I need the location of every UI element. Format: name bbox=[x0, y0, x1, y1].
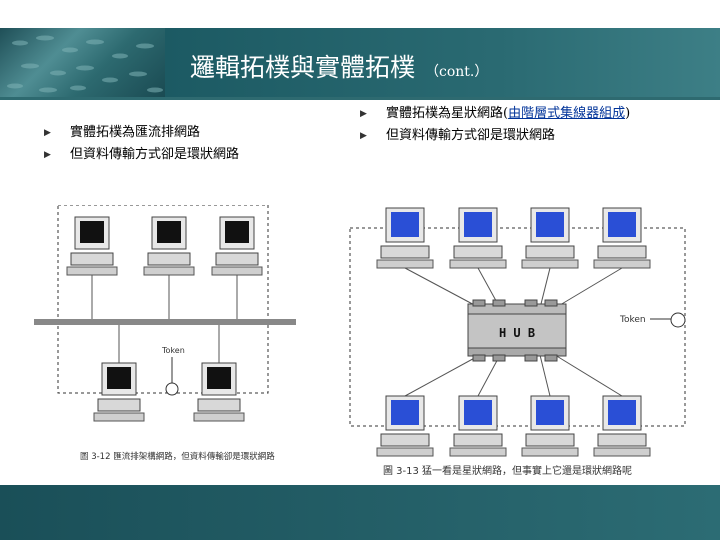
figure-left-caption: 圖 3-12 匯流排架構網路，但資料傳輸卻是環狀網路 bbox=[80, 452, 275, 462]
title-band bbox=[165, 28, 720, 98]
bullet-text: 實體拓樸為星狀網路( bbox=[386, 106, 509, 121]
ring-path bbox=[57, 205, 269, 394]
hub-device bbox=[467, 299, 567, 362]
footer-band bbox=[0, 485, 720, 540]
fish-school-image bbox=[0, 28, 165, 98]
hierarchical-hub-link[interactable]: 由階層式集線器組成 bbox=[508, 106, 626, 121]
bullet-text: 但資料傳輸方式卻是環狀網路 bbox=[70, 147, 240, 162]
slide-title: 邏輯拓樸與實體拓樸 （cont.） bbox=[190, 48, 488, 84]
token-icon bbox=[670, 312, 686, 328]
computer-icon bbox=[143, 216, 195, 276]
bullet-text: 實體拓樸為匯流排網路 bbox=[70, 125, 201, 140]
bullet-triangle-icon: ▶ bbox=[44, 150, 51, 160]
computer-icon bbox=[66, 216, 118, 276]
token-icon bbox=[165, 382, 179, 396]
computer-icon bbox=[93, 362, 145, 422]
computer-icon bbox=[593, 207, 651, 269]
computer-icon bbox=[211, 216, 263, 276]
ring-path bbox=[349, 227, 686, 427]
computer-icon bbox=[449, 207, 507, 269]
computer-icon bbox=[521, 207, 579, 269]
bus-network-diagram: Token bbox=[34, 205, 296, 422]
fish-pattern-icon bbox=[7, 35, 163, 93]
left-bullet-list: ▶ 實體拓樸為匯流排網路 ▶ 但資料傳輸方式卻是環狀網路 bbox=[44, 122, 239, 166]
token-label: Token bbox=[619, 315, 646, 325]
left-bullet-2: ▶ 但資料傳輸方式卻是環狀網路 bbox=[44, 144, 239, 166]
left-bullet-1: ▶ 實體拓樸為匯流排網路 bbox=[44, 122, 239, 144]
slide-title-text: 邏輯拓樸與實體拓樸 bbox=[190, 53, 416, 82]
star-hub-network-diagram: H U B Token bbox=[349, 207, 686, 457]
bullet-text-suffix: ) bbox=[625, 106, 631, 121]
token-label: Token bbox=[161, 346, 185, 355]
bullet-triangle-icon: ▶ bbox=[360, 109, 367, 119]
right-bullet-1: ▶ 實體拓樸為星狀網路(由階層式集線器組成) bbox=[360, 103, 630, 125]
figure-right-caption: 圖 3-13 猛一看是星狀網路，但事實上它還是環狀網路呢 bbox=[383, 466, 633, 477]
computer-icon bbox=[376, 207, 434, 269]
bullet-triangle-icon: ▶ bbox=[44, 128, 51, 138]
right-bullet-list: ▶ 實體拓樸為星狀網路(由階層式集線器組成) ▶ 但資料傳輸方式卻是環狀網路 bbox=[360, 103, 630, 147]
bullet-triangle-icon: ▶ bbox=[360, 131, 367, 141]
right-bullet-2: ▶ 但資料傳輸方式卻是環狀網路 bbox=[360, 125, 630, 147]
bus-cable bbox=[34, 319, 296, 325]
computer-icon bbox=[193, 362, 245, 422]
header-banner: 邏輯拓樸與實體拓樸 （cont.） bbox=[0, 0, 720, 100]
hub-label: H U B bbox=[499, 326, 535, 340]
slide-title-suffix: （cont.） bbox=[425, 64, 489, 80]
title-divider bbox=[0, 97, 720, 100]
bullet-text: 但資料傳輸方式卻是環狀網路 bbox=[386, 128, 556, 143]
